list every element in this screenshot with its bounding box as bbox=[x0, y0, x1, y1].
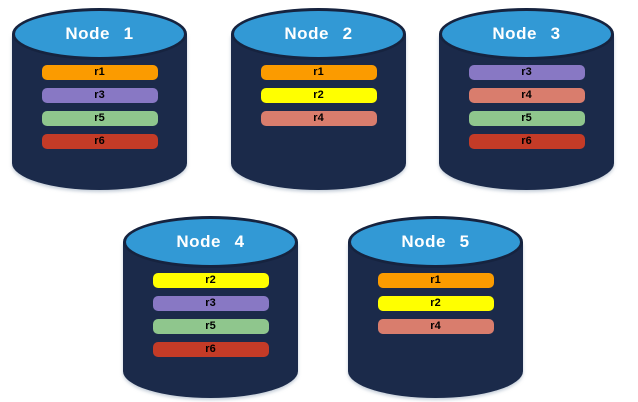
replica-bar-r1: r1 bbox=[41, 65, 158, 80]
replica-bar-r2: r2 bbox=[377, 296, 494, 311]
node-title: Node 4 bbox=[176, 232, 245, 251]
replica-bar-r3: r3 bbox=[41, 88, 158, 103]
replica-bar-r4: r4 bbox=[468, 88, 585, 103]
replica-bar-r3: r3 bbox=[152, 296, 269, 311]
node-title: Node 1 bbox=[65, 24, 134, 43]
replica-bar-r6: r6 bbox=[41, 134, 158, 149]
replica-bar-list: r1 r2 r4 bbox=[231, 65, 406, 126]
cylinder-top-ellipse: Node 5 bbox=[348, 216, 523, 268]
replica-bar-r2: r2 bbox=[152, 273, 269, 288]
replica-bar-r4: r4 bbox=[260, 111, 377, 126]
replica-bar-r5: r5 bbox=[468, 111, 585, 126]
node-title: Node 2 bbox=[284, 24, 353, 43]
replica-bar-r2: r2 bbox=[260, 88, 377, 103]
cylinder-top-ellipse: Node 1 bbox=[12, 8, 187, 60]
replica-bar-r5: r5 bbox=[152, 319, 269, 334]
replica-bar-r5: r5 bbox=[41, 111, 158, 126]
node-cylinder-3: Node 3 r3 r4 r5 r6 bbox=[439, 8, 614, 190]
replica-bar-r4: r4 bbox=[377, 319, 494, 334]
cylinder-top-ellipse: Node 3 bbox=[439, 8, 614, 60]
node-cylinder-5: Node 5 r1 r2 r4 bbox=[348, 216, 523, 398]
node-cylinder-1: Node 1 r1 r3 r5 r6 bbox=[12, 8, 187, 190]
replica-bar-list: r3 r4 r5 r6 bbox=[439, 65, 614, 149]
replica-bar-list: r1 r2 r4 bbox=[348, 273, 523, 334]
cylinder-top-ellipse: Node 4 bbox=[123, 216, 298, 268]
replica-bar-r1: r1 bbox=[377, 273, 494, 288]
replica-bar-list: r1 r3 r5 r6 bbox=[12, 65, 187, 149]
cylinder-top-ellipse: Node 2 bbox=[231, 8, 406, 60]
node-title: Node 5 bbox=[401, 232, 470, 251]
replica-bar-r6: r6 bbox=[152, 342, 269, 357]
node-cylinder-4: Node 4 r2 r3 r5 r6 bbox=[123, 216, 298, 398]
replica-bar-r3: r3 bbox=[468, 65, 585, 80]
replica-bar-r6: r6 bbox=[468, 134, 585, 149]
node-title: Node 3 bbox=[492, 24, 561, 43]
node-cylinder-2: Node 2 r1 r2 r4 bbox=[231, 8, 406, 190]
replica-bar-r1: r1 bbox=[260, 65, 377, 80]
replica-bar-list: r2 r3 r5 r6 bbox=[123, 273, 298, 357]
